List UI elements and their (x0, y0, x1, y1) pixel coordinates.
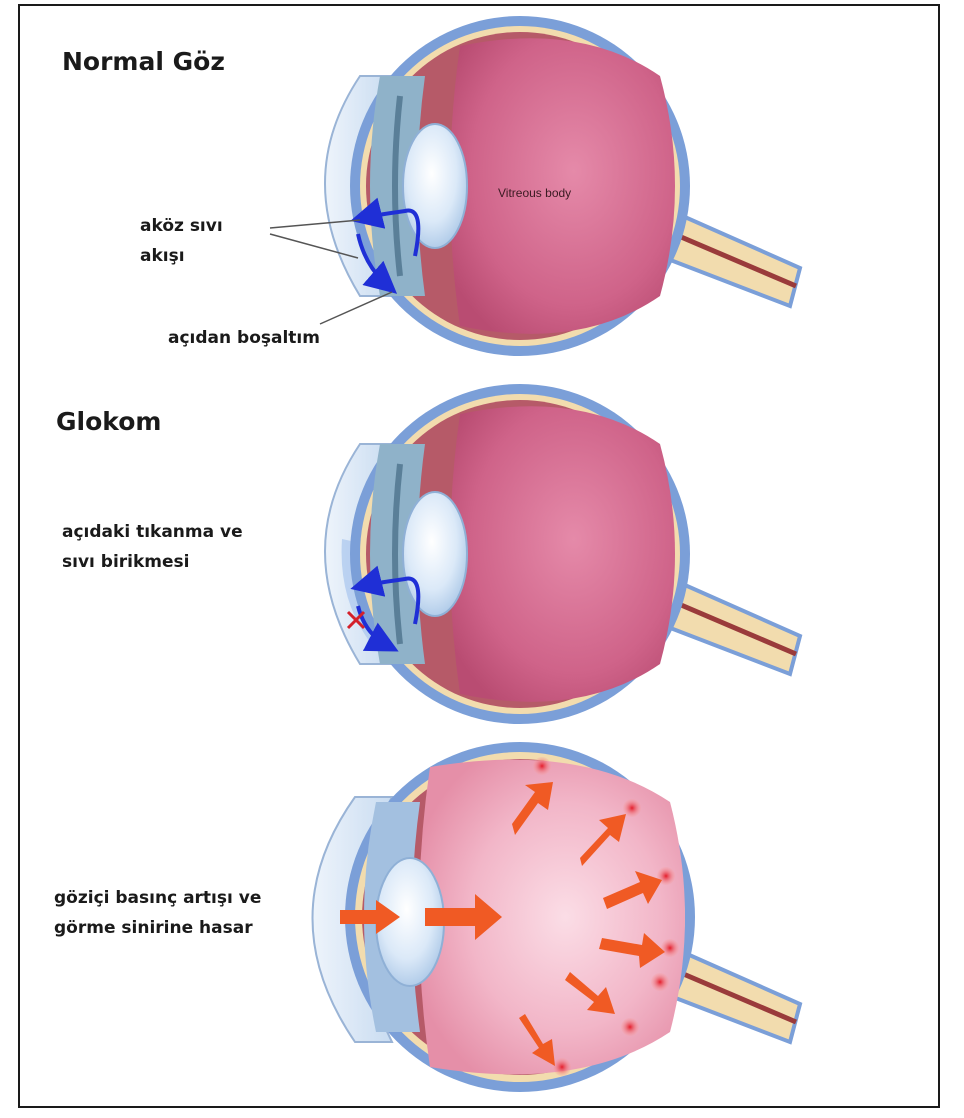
blockage-label-line1: açıdaki tıkanma ve (62, 522, 243, 543)
eye-glaucoma (325, 384, 800, 724)
pressure-label-line1: göziçi basınç artışı ve (54, 888, 261, 909)
glaucoma-title: Glokom (56, 406, 161, 437)
normal-eye-title: Normal Göz (62, 46, 225, 77)
damage-spot-icon (661, 939, 679, 957)
drainage-label: açıdan boşaltım (168, 328, 320, 349)
flow-label-line2: akışı (140, 246, 185, 267)
damage-spot-icon (651, 973, 669, 991)
flow-label-line1: aköz sıvı (140, 216, 223, 237)
vitreous-body-label: Vitreous body (498, 186, 571, 201)
damage-spot-icon (621, 1018, 639, 1036)
damage-spot-icon (533, 757, 551, 775)
diagram-frame: Normal Göz aköz sıvı akışı açıdan boşalt… (18, 4, 940, 1108)
damage-spot-icon (553, 1058, 571, 1076)
blockage-label-line2: sıvı birikmesi (62, 552, 189, 573)
eye-pressure (313, 742, 801, 1092)
pressure-label-line2: görme sinirine hasar (54, 918, 253, 939)
